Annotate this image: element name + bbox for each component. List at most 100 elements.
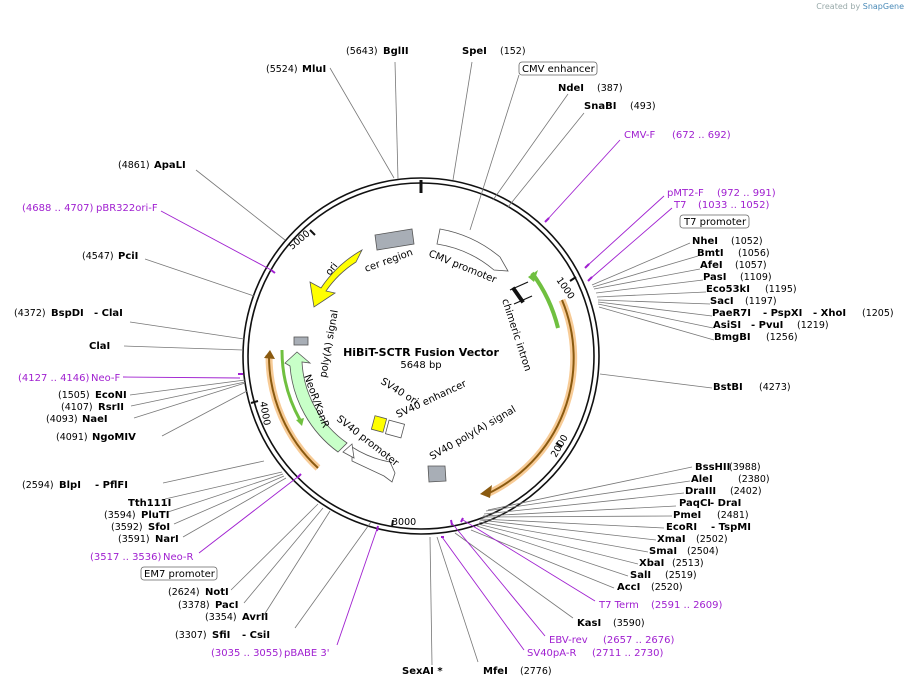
t7-promoter-box — [679, 214, 750, 229]
clai-label[interactable]: - ClaI — [94, 308, 123, 319]
tick-mark-4000 — [250, 400, 259, 404]
primer-ebv-rev[interactable]: EBV-rev — [549, 635, 588, 646]
acci-label[interactable]: SalI — [630, 570, 651, 581]
pluti-label[interactable]: Tth111I — [128, 498, 171, 509]
sfoi-label[interactable]: PluTI — [141, 510, 169, 521]
pcii-label[interactable]: PciI — [118, 251, 138, 262]
naei-pos: (4107) — [61, 402, 93, 413]
chimeric-intron-cap-top — [509, 281, 529, 291]
pflfi-pos: (2594) — [22, 480, 54, 491]
hpai-pos: (2776) — [520, 666, 552, 677]
eco53ki-label[interactable]: Eco53kI — [706, 284, 750, 295]
saci-pos: (1197) — [745, 296, 777, 307]
ndei-label[interactable]: NdeI — [558, 83, 584, 94]
acci-pos: (2519) — [665, 570, 697, 581]
primer-cmv-f[interactable]: CMV-F — [624, 130, 655, 141]
xhoi-pos: (1205) — [862, 308, 894, 319]
snapgene-credit: Created by SnapGene — [816, 2, 904, 11]
xbai-label[interactable]: SmaI — [649, 546, 677, 557]
smai-pos: (2502) — [696, 534, 728, 545]
rsrii-label[interactable]: EcoNI — [95, 390, 127, 401]
sali-label[interactable]: XbaI — [639, 558, 664, 569]
nhei-label[interactable]: NheI — [692, 236, 718, 247]
afei-label[interactable]: AfeI — [700, 260, 723, 271]
avrii-label[interactable]: PacI — [215, 600, 238, 611]
plasmid-length: 5648 bp — [400, 360, 441, 371]
bspdi-pos: (4372) — [14, 308, 46, 319]
pspxi-label[interactable]: - PspXI — [763, 308, 802, 319]
bstbi-label[interactable]: ClaI — [89, 341, 110, 352]
apali-label[interactable]: ApaLI — [154, 160, 186, 171]
primer-t7[interactable]: T7 — [673, 200, 686, 211]
paqci-pos: (2402) — [730, 486, 762, 497]
tspmi-label[interactable]: EcoRI — [666, 522, 697, 533]
orange-orf-left-arc — [267, 354, 319, 469]
xhoi-label[interactable]: - XhoI — [813, 308, 846, 319]
primer-t7-term[interactable]: T7 Term — [598, 600, 639, 611]
chimeric-intron-label: chimeric intron — [499, 298, 533, 373]
sfii-label[interactable]: AvrII — [242, 612, 268, 623]
primer-neo-f-range: (4127 .. 4146) — [18, 373, 90, 384]
econi-label[interactable]: BstBI — [713, 382, 743, 393]
primer-leaders — [122, 139, 673, 651]
asisi-label[interactable]: AsiSI — [713, 320, 741, 331]
blpi-label[interactable]: AccI — [617, 582, 640, 593]
mfei-label[interactable]: SexAI * — [402, 666, 443, 677]
tth111i-label[interactable]: - PflFI — [95, 480, 128, 491]
ecori-label[interactable]: PmeI — [673, 510, 701, 521]
primer-pmt2-f-range: (972 .. 991) — [717, 188, 776, 199]
bsshii-label[interactable]: NgoMIV — [92, 432, 136, 443]
kasi-label[interactable]: NarI — [155, 534, 179, 545]
smai-label[interactable]: XmaI — [657, 534, 686, 545]
bmti-label[interactable]: BmtI — [697, 248, 724, 259]
snabi-label[interactable]: SnaBI — [584, 101, 616, 112]
bglii-pos: (5643) — [346, 46, 378, 57]
csii-pos: (3307) — [175, 630, 207, 641]
ngomiv-label[interactable]: NaeI — [82, 414, 108, 425]
nhei-pos: (1052) — [731, 236, 763, 247]
xmai-label[interactable]: - TspMI — [711, 522, 751, 533]
tick-label-4000: 4000 — [257, 401, 272, 427]
primer-pmt2-f[interactable]: pMT2-F — [667, 188, 704, 199]
plasmid-name: HiBiT-SCTR Fusion Vector — [343, 346, 499, 359]
primer-neo-f[interactable]: Neo-F — [91, 373, 121, 384]
pasi-label[interactable]: PasI — [703, 272, 726, 283]
sexai-label[interactable]: - CsiI — [242, 630, 270, 641]
ndei-pos: (387) — [597, 83, 623, 94]
pmei-label[interactable]: - DraI — [710, 498, 741, 509]
csii-label[interactable]: SfiI — [212, 630, 230, 641]
primer-pbabe3-range: (3035 .. 3055) — [211, 648, 283, 659]
sali-pos: (2513) — [672, 558, 704, 569]
mlui-pos: (5524) — [266, 64, 298, 75]
bglii-label[interactable]: BglII — [383, 46, 409, 57]
primer-pbabe3[interactable]: pBABE 3' — [284, 648, 330, 659]
pflfi-label[interactable]: BlpI — [59, 480, 81, 491]
pvui-label[interactable]: - PvuI — [751, 320, 783, 331]
paci-label[interactable]: NotI — [205, 587, 229, 598]
drai-label[interactable]: PaqCI — [679, 498, 711, 509]
draiii-label[interactable]: AleI — [691, 474, 713, 485]
mlui-label[interactable]: MluI — [302, 64, 326, 75]
blpi-pos: (2520) — [651, 582, 683, 593]
polya-signal-label: poly(A) signal — [318, 309, 341, 378]
alei-label[interactable]: BssHII — [695, 462, 730, 473]
chimeric-intron-bar — [511, 286, 525, 304]
naei-label[interactable]: RsrII — [98, 402, 124, 413]
primer-neo-r[interactable]: Neo-R — [163, 552, 194, 563]
paer7i-label[interactable]: PaeR7I — [712, 308, 751, 319]
saci-label[interactable]: SacI — [710, 296, 734, 307]
tick-mark-2000 — [555, 442, 563, 448]
sv40-promoter-tip — [342, 443, 355, 459]
spei-label[interactable]: SpeI — [462, 46, 487, 57]
bmgbi-label[interactable]: BmgBI — [714, 332, 751, 343]
hpai-label[interactable]: MfeI — [483, 666, 508, 677]
pvui-pos: (1219) — [797, 320, 829, 331]
noti-label[interactable]: KasI — [577, 618, 601, 629]
primer-sv40pa-r[interactable]: SV40pA-R — [527, 648, 576, 659]
primer-pbr322ori-f[interactable]: pBR322ori-F — [96, 203, 158, 214]
nari-label[interactable]: SfoI — [148, 522, 170, 533]
paqci-label[interactable]: DraIII — [685, 486, 716, 497]
primer-t7-term-range: (2591 .. 2609) — [651, 600, 723, 611]
bspdi-label[interactable]: BspDI — [51, 308, 84, 319]
